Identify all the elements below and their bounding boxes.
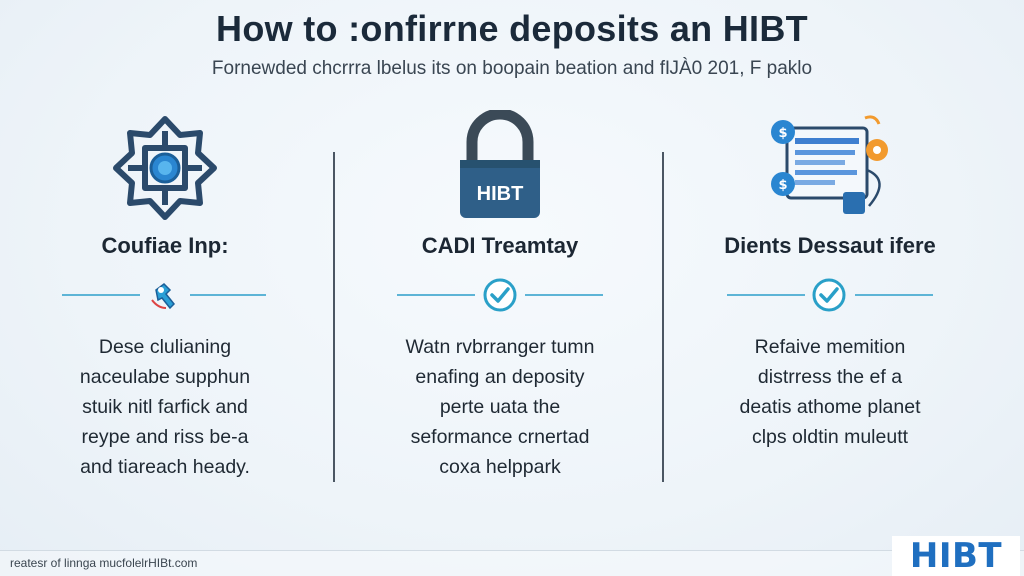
footer-note: reatesr of linnga mucfolelrHIBt.com: [10, 556, 198, 570]
page-title: How to :onfirrne deposits an HIBT: [216, 8, 808, 49]
key-hand-icon: [145, 277, 185, 313]
body-line: reype and riss be-a: [81, 426, 249, 448]
check-circle-icon: [809, 277, 849, 313]
column-1: Coufiae Inp: Dese clulianing naceulabe s…: [0, 95, 330, 495]
body-line: distrress the ef a: [757, 366, 903, 388]
accent-line: [855, 294, 933, 296]
column-divider: [662, 152, 664, 482]
accent-line: [727, 294, 805, 296]
body-line: deatis athome planet: [739, 396, 921, 418]
body-line: naceulabe supphun: [79, 366, 251, 388]
column-body: Dese clulianing naceulabe supphun stuik …: [0, 332, 330, 482]
svg-text:$: $: [778, 178, 787, 193]
body-line: seformance crnertad: [410, 426, 590, 448]
divider-row: [335, 277, 665, 313]
body-line: coxa helppark: [439, 456, 561, 478]
body-line: perte uata the: [439, 396, 561, 418]
brand-logo: HIBT: [892, 536, 1020, 576]
column-title: CADI Treamtay: [421, 233, 579, 258]
body-line: clps oldtin muleutt: [751, 426, 909, 448]
accent-line: [190, 294, 266, 296]
divider-row: [0, 277, 330, 313]
body-line: Dese clulianing: [98, 336, 232, 358]
body-line: Refaive memition: [754, 336, 906, 358]
page-subtitle: Fornewded chcrrra lbelus its on boopain …: [211, 58, 813, 79]
footer-bar: [0, 550, 1024, 576]
column-divider: [333, 152, 335, 482]
column-body: Watn rvbrranger tumn enafing an deposity…: [335, 332, 665, 482]
network-chip-icon: [0, 105, 330, 230]
dashboard-screen-icon: $ $: [665, 105, 995, 230]
column-title: Dients Dessaut ifere: [724, 233, 936, 258]
check-circle-icon: [480, 277, 520, 313]
divider-row: [665, 277, 995, 313]
lock-label: HIBT: [477, 183, 524, 205]
accent-line: [525, 294, 603, 296]
column-body: Refaive memition distrress the ef a deat…: [665, 332, 995, 452]
body-line: Watn rvbrranger tumn: [405, 336, 595, 358]
body-line: stuik nitl farfick and: [82, 396, 248, 418]
body-line: and tiareach heady.: [80, 456, 250, 478]
padlock-icon: HIBT: [335, 105, 665, 230]
accent-line: [62, 294, 140, 296]
accent-line: [397, 294, 475, 296]
column-2: HIBT CADI Treamtay Watn rvbrranger tumn …: [335, 95, 665, 495]
body-line: enafing an deposity: [415, 366, 585, 388]
column-title: Coufiae Inp:: [101, 233, 229, 258]
svg-text:$: $: [778, 126, 787, 141]
column-3: $ $ Dients Dessaut ifere Refaive memitio…: [665, 95, 995, 495]
